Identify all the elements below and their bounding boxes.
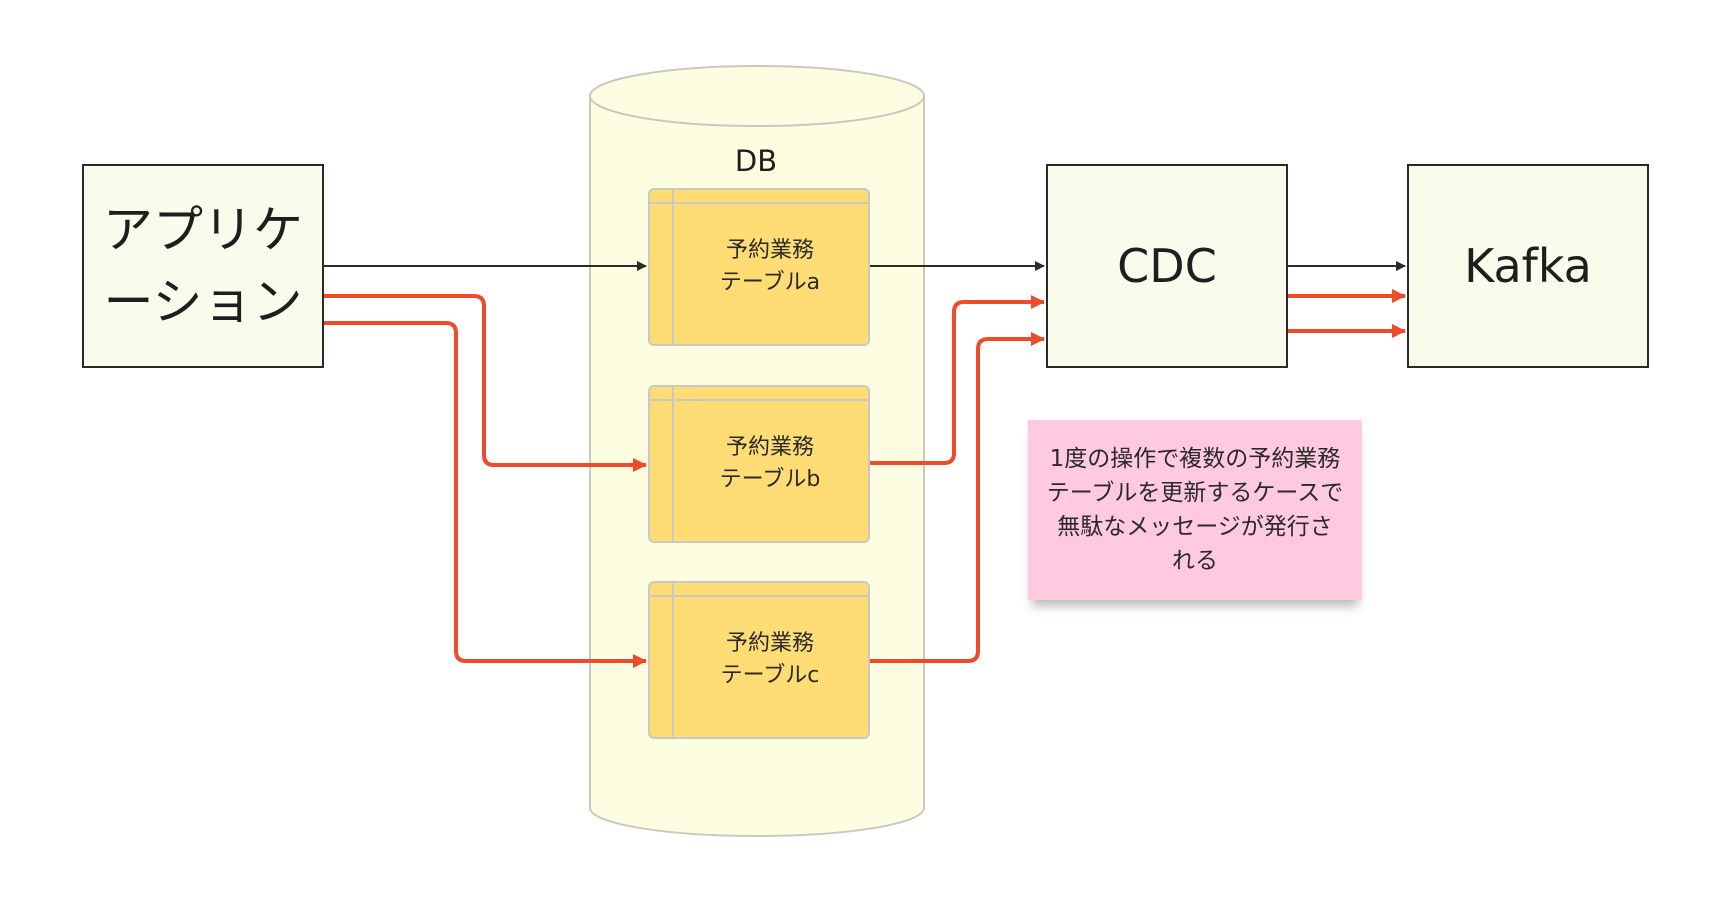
table-b-node: 予約業務 テーブルb (648, 385, 870, 543)
table-b-label-line1: 予約業務 (725, 435, 814, 460)
sticky-note: 1度の操作で複数の予約業務テーブルを更新するケースで無駄なメッセージが発行される (1028, 420, 1362, 600)
cdc-label: CDC (1117, 239, 1217, 293)
table-b-label: 予約業務 テーブルb (678, 432, 862, 496)
table-a-node: 予約業務 テーブルa (648, 188, 870, 346)
kafka-node: Kafka (1407, 164, 1649, 368)
arrow-table-b-to-cdc (870, 295, 1045, 465)
table-a-label-line1: 予約業務 (725, 238, 814, 263)
table-a-label-line2: テーブルa (719, 270, 821, 295)
table-c-label-line2: テーブルc (720, 663, 820, 688)
application-label: アプリケーション (103, 201, 303, 331)
sticky-note-text: 1度の操作で複数の予約業務テーブルを更新するケースで無駄なメッセージが発行される (1046, 446, 1344, 574)
application-node: アプリケーション (82, 164, 324, 368)
db-label: DB (734, 144, 778, 178)
table-c-node: 予約業務 テーブルc (648, 581, 870, 739)
kafka-label: Kafka (1464, 239, 1592, 293)
db-cylinder-top (589, 65, 925, 127)
table-c-label: 予約業務 テーブルc (678, 628, 862, 692)
table-b-label-line2: テーブルb (719, 467, 821, 492)
table-a-label: 予約業務 テーブルa (678, 235, 862, 299)
cdc-node: CDC (1046, 164, 1288, 368)
arrow-app-to-table-c (324, 321, 647, 668)
arrow-app-to-table-b (324, 294, 647, 472)
arrow-table-c-to-cdc (870, 332, 1045, 663)
table-c-label-line1: 予約業務 (725, 631, 814, 656)
